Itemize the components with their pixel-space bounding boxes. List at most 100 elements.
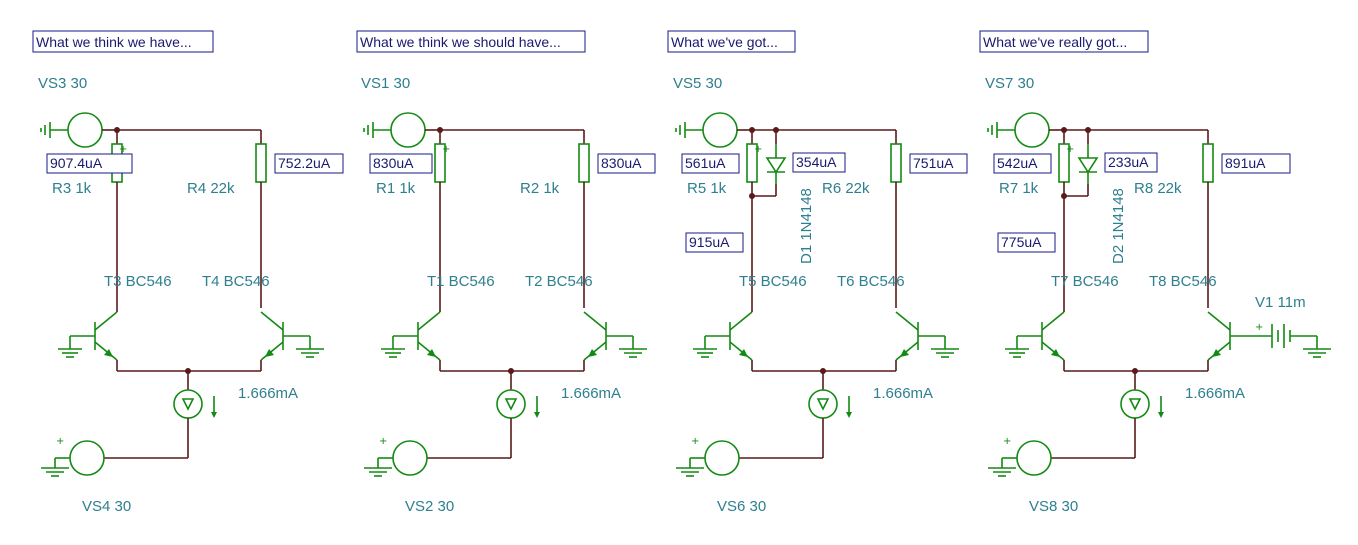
transistor-left-emitter-arrow xyxy=(739,349,748,357)
tail-current-source xyxy=(173,389,217,419)
resistor-left: + xyxy=(1058,143,1074,183)
resistor-left-plus-mark: + xyxy=(119,144,127,155)
right-current-box-frame xyxy=(597,153,656,174)
top-voltage-source xyxy=(1014,112,1050,148)
panel-title: What we've really got... xyxy=(979,30,1149,53)
tail-current-source-circle xyxy=(496,389,526,419)
top-source-ground xyxy=(675,122,686,138)
vs-top-label: VS7 30 xyxy=(985,75,1034,92)
right-base-ground xyxy=(619,348,647,358)
resistor-left-label: R3 1k xyxy=(52,180,92,197)
resistor-right-body xyxy=(255,143,267,183)
transistor-right-emitter-arrow xyxy=(900,349,909,357)
transistor-left-emitter xyxy=(729,341,753,361)
tail-current-source-circle xyxy=(808,389,838,419)
right-current-box-frame xyxy=(909,153,968,174)
panel-title-frame xyxy=(667,30,796,53)
transistor-right-collector xyxy=(260,311,284,331)
transistor-right-emitter xyxy=(895,341,919,361)
transistor-right xyxy=(583,311,607,361)
tail-current-source xyxy=(1120,389,1164,419)
resistor-left-label: R7 1k xyxy=(999,180,1039,197)
diode-current-box-text: 354uA xyxy=(796,154,837,170)
bottom-voltage-source xyxy=(1016,440,1052,476)
transistor-left-label: T5 BC546 xyxy=(739,273,807,290)
transistor-right-collector xyxy=(583,311,607,331)
tail-current-label: 1.666mA xyxy=(561,385,621,402)
left-current-box: 830uA xyxy=(369,153,433,174)
panel-title-text: What we've got... xyxy=(671,34,778,50)
transistor-right-emitter xyxy=(1207,341,1231,361)
resistor-right-label: R8 22k xyxy=(1134,180,1182,197)
top-source-ground xyxy=(363,122,374,138)
panel-title: What we think we should have... xyxy=(356,30,586,53)
diode-junction xyxy=(1061,193,1067,199)
left-base-ground xyxy=(1005,348,1029,358)
diode-current-box: 233uA xyxy=(1104,152,1158,173)
bottom-voltage-source xyxy=(392,440,428,476)
transistor-left-label: T1 BC546 xyxy=(427,273,495,290)
right-base-ground xyxy=(931,348,959,358)
left-current-box-text: 561uA xyxy=(685,155,726,171)
transistor-right xyxy=(895,311,919,361)
panel-title-frame xyxy=(356,30,586,53)
transistor-left xyxy=(1041,311,1065,361)
bottom-source-ground xyxy=(41,467,69,477)
tail-current-source-arrow xyxy=(1128,398,1142,411)
left-base-ground xyxy=(381,348,405,358)
left-base-ground xyxy=(693,348,717,358)
bottom-voltage-source xyxy=(704,440,740,476)
transistor-left-collector xyxy=(94,311,118,331)
bottom-source-plus-mark: + xyxy=(691,436,699,447)
transistor-right-collector xyxy=(895,311,919,331)
resistor-left-plus-mark: + xyxy=(1066,144,1074,155)
panel-3: What we've got...VS5 30+D1 1N4148354uA91… xyxy=(667,30,968,515)
right-current-box: 751uA xyxy=(909,153,968,174)
vs-bottom-label: VS8 30 xyxy=(1029,498,1078,515)
collector-current-box: 915uA xyxy=(685,232,744,253)
bottom-source-plus-mark: + xyxy=(56,436,64,447)
resistor-left-plus-mark: + xyxy=(442,144,450,155)
resistor-left: + xyxy=(434,143,450,183)
right-current-box: 830uA xyxy=(597,153,656,174)
transistor-right-label: T4 BC546 xyxy=(202,273,270,290)
bottom-source-ground xyxy=(364,467,392,477)
panel-title-frame xyxy=(979,30,1149,53)
tail-current-source xyxy=(496,389,540,419)
collector-current-box-text: 775uA xyxy=(1001,234,1042,250)
diode-current-box-frame xyxy=(1104,152,1158,173)
diode-junction xyxy=(749,193,755,199)
bottom-source-plus-mark: + xyxy=(379,436,387,447)
transistor-left xyxy=(417,311,441,361)
vs-bottom-label: VS4 30 xyxy=(82,498,131,515)
bottom-source-ground xyxy=(676,467,704,477)
transistor-left-label: T3 BC546 xyxy=(104,273,172,290)
right-current-box-frame xyxy=(274,153,344,174)
resistor-right-label: R2 1k xyxy=(520,180,560,197)
resistor-right-label: R6 22k xyxy=(822,180,870,197)
battery-label: V1 11m xyxy=(1255,294,1306,311)
right-current-box-text: 751uA xyxy=(913,155,954,171)
left-current-box-frame xyxy=(993,153,1052,174)
bottom-source-plus-mark: + xyxy=(1003,436,1011,447)
tail-current-label: 1.666mA xyxy=(238,385,298,402)
diode-triangle xyxy=(1077,157,1099,174)
right-current-box-text: 891uA xyxy=(1225,155,1266,171)
top-source-ground xyxy=(987,122,998,138)
battery: + xyxy=(1255,322,1317,348)
transistor-right xyxy=(260,311,284,361)
transistor-right-emitter xyxy=(260,341,284,361)
tail-current-source-dir-arrow xyxy=(211,412,217,418)
transistor-left-emitter-arrow xyxy=(427,349,436,357)
resistor-right xyxy=(1202,143,1214,183)
diode-current-box-frame xyxy=(792,152,846,173)
resistor-right-label: R4 22k xyxy=(187,180,235,197)
bottom-voltage-source-circle xyxy=(392,440,428,476)
tail-current-source-dir-arrow xyxy=(846,412,852,418)
bottom-voltage-source xyxy=(69,440,105,476)
transistor-left xyxy=(94,311,118,361)
diode-triangle xyxy=(765,157,787,174)
resistor-right-body xyxy=(1202,143,1214,183)
transistor-left-emitter-arrow xyxy=(104,349,113,357)
